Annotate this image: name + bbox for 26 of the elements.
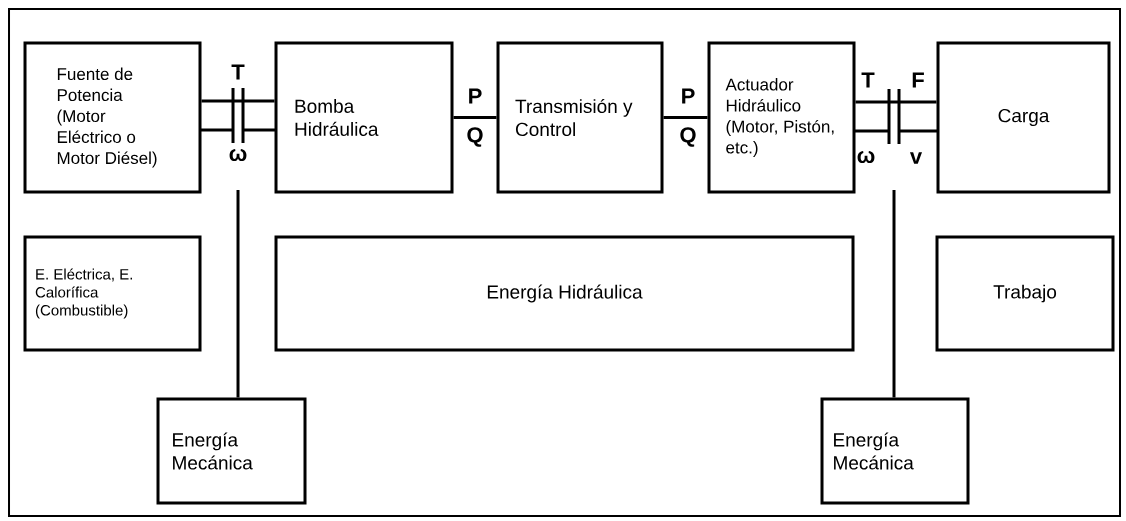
energy-box: Energía Hidráulica <box>274 235 855 352</box>
energy-box: Trabajo <box>935 235 1115 352</box>
shaft-line <box>201 99 275 103</box>
shaft-line <box>855 100 937 104</box>
signal-label: P <box>682 88 695 104</box>
connector-line <box>453 116 497 119</box>
signal-label: Q <box>680 127 696 147</box>
signal-label: T <box>861 72 875 88</box>
signal-label: Q <box>467 127 483 147</box>
component-box: Fuente de Potencia (Motor Eléctrico o Motor Diésel) <box>23 41 202 194</box>
signal-label: ω <box>857 150 875 164</box>
signal-label: T <box>231 64 245 80</box>
component-box: Carga <box>936 41 1111 194</box>
signal-label: ω <box>229 148 247 162</box>
connector-line <box>892 190 896 398</box>
energy-box: Energía Mecánica <box>156 397 307 505</box>
energy-box: Energía Mecánica <box>820 397 970 505</box>
component-box: Bomba Hidráulica <box>274 41 454 194</box>
signal-label: P <box>469 88 482 104</box>
energy-box: E. Eléctrica, E. Calorífica (Combustible) <box>23 235 202 352</box>
component-box: Actuador Hidráulico (Motor, Pistón, etc.) <box>707 41 856 194</box>
component-box: Transmisión y Control <box>496 41 664 194</box>
signal-label: v <box>909 152 923 164</box>
connector-line <box>236 190 240 398</box>
connector-line <box>663 116 708 119</box>
signal-label: F <box>912 72 924 88</box>
